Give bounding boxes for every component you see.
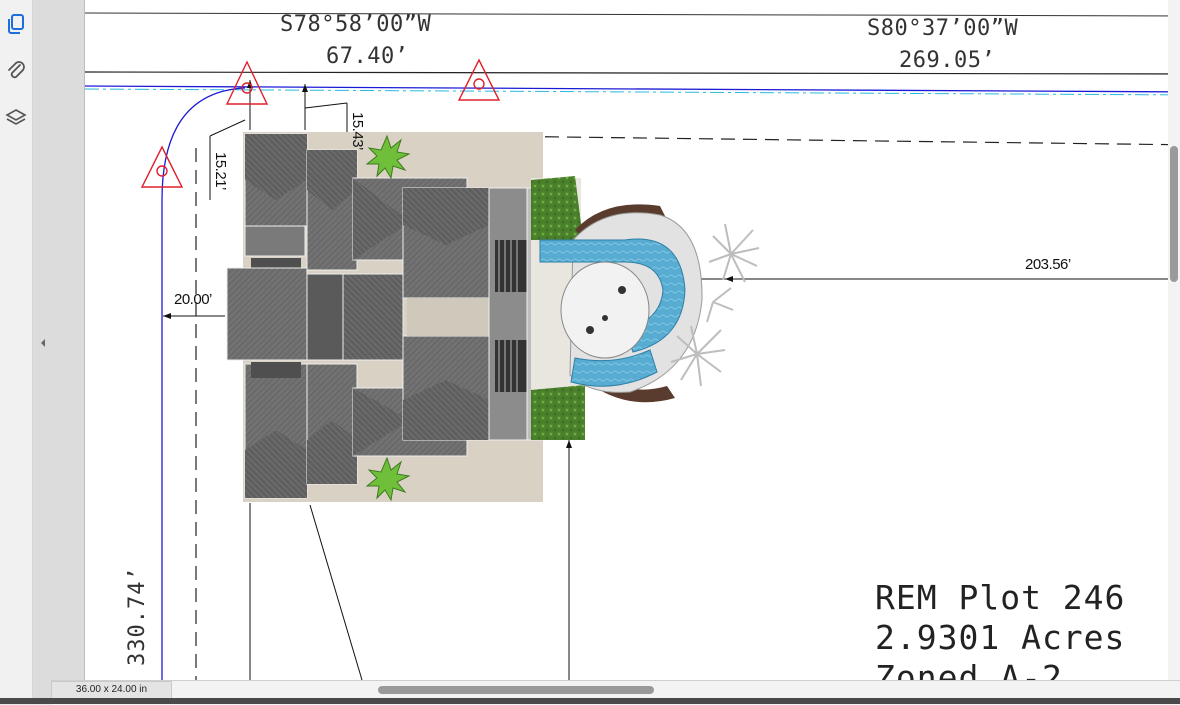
pool-and-terrace bbox=[531, 176, 703, 440]
house-roof-plan bbox=[226, 132, 544, 502]
dimension-label: 203.56’ bbox=[1025, 256, 1071, 273]
plot-zoning: Zoned A-2 bbox=[875, 658, 1063, 680]
bearing-label: S80°37’00”W bbox=[867, 16, 1019, 41]
distance-label: 67.40’ bbox=[326, 44, 409, 69]
dimension-label: 15.43’ bbox=[349, 112, 366, 150]
window-bottom-edge bbox=[0, 698, 1180, 704]
dimension-label: 20.00’ bbox=[174, 291, 212, 308]
palm-tree-icon bbox=[670, 223, 760, 387]
layers-icon[interactable] bbox=[4, 106, 28, 130]
boundary-length-label: 330.74’ bbox=[125, 566, 150, 666]
attachment-icon[interactable] bbox=[4, 58, 28, 82]
page-size-label: 36.00 x 24.00 in bbox=[51, 681, 172, 699]
distance-label: 269.05’ bbox=[899, 48, 996, 73]
horizontal-scroll-thumb[interactable] bbox=[378, 686, 654, 694]
collapse-sidebar-icon[interactable] bbox=[38, 336, 48, 350]
plot-info: REM Plot 246 2.9301 Acres Zoned A-2 bbox=[875, 578, 1125, 680]
dimension-label: 15.21’ bbox=[212, 152, 229, 190]
vertical-scroll-thumb[interactable] bbox=[1170, 146, 1178, 282]
plot-number: REM Plot 246 bbox=[875, 578, 1126, 617]
site-plan-drawing bbox=[85, 12, 1180, 680]
survey-marker-icon bbox=[140, 58, 501, 188]
vertical-scrollbar[interactable] bbox=[1168, 0, 1180, 680]
document-viewport[interactable]: S78°58’00”W 67.40’ S80°37’00”W 269.05’ 1… bbox=[33, 0, 1180, 704]
tree-icon bbox=[365, 134, 411, 502]
sidebar bbox=[0, 0, 33, 704]
drawing-page: S78°58’00”W 67.40’ S80°37’00”W 269.05’ 1… bbox=[84, 0, 1180, 680]
bearing-label: S78°58’00”W bbox=[280, 12, 432, 37]
pages-icon[interactable] bbox=[4, 12, 28, 36]
plot-area: 2.9301 Acres bbox=[875, 618, 1126, 657]
